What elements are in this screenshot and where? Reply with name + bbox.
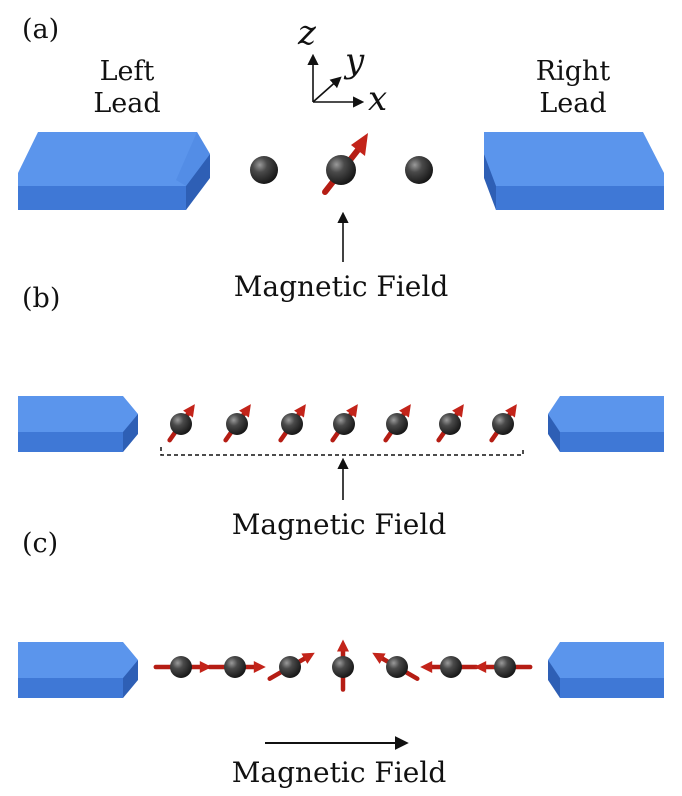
panel-a-label: (a) — [22, 14, 59, 45]
spin-b-5-arrow-head — [399, 404, 411, 418]
spin-b-6 — [436, 404, 464, 443]
y-axis-arrow — [312, 76, 342, 103]
atom-a-center — [326, 155, 356, 185]
spin-c-6-atom — [440, 656, 462, 678]
spin-c-7-atom — [494, 656, 516, 678]
spin-b-3 — [278, 404, 306, 443]
spin-c-3 — [267, 652, 315, 681]
spin-b-4-arrow-head — [346, 404, 358, 418]
field-label-c: Magnetic Field — [232, 756, 447, 789]
spin-atom-a-center — [322, 133, 368, 195]
spin-b-4 — [330, 404, 358, 443]
right-lead-a — [484, 132, 664, 210]
spin-c-4-atom — [332, 656, 354, 678]
coordinate-axes: z y x — [297, 13, 387, 119]
left-lead-b — [18, 396, 138, 452]
spin-b-3-atom — [281, 413, 303, 435]
left-lead-a — [18, 132, 210, 210]
left-lead-c — [18, 642, 138, 698]
spin-c-7-arrow-head — [474, 661, 487, 673]
spin-b-5 — [383, 404, 411, 443]
spin-c-6-arrow-head — [420, 661, 433, 673]
spin-c-1 — [153, 656, 212, 678]
spin-b-6-atom — [439, 413, 461, 435]
spin-c-2-arrow-head — [253, 661, 266, 673]
spin-b-4-atom — [333, 413, 355, 435]
spin-c-2 — [207, 656, 266, 678]
spin-c-5-atom — [386, 656, 408, 678]
spin-c-5 — [372, 652, 420, 681]
spin-b-2 — [223, 404, 251, 443]
field-label-b: Magnetic Field — [232, 508, 447, 541]
y-axis-label: y — [343, 41, 365, 81]
right-lead-label-line2: Lead — [539, 88, 606, 119]
field-label-a: Magnetic Field — [234, 270, 449, 303]
atom-a-left — [250, 156, 278, 184]
left-lead-label-line1: Left — [100, 56, 155, 87]
spin-b-5-atom — [386, 413, 408, 435]
left-lead-label-line2: Lead — [93, 88, 160, 119]
spin-b-1-arrow-head — [183, 404, 195, 418]
spin-b-7 — [489, 404, 517, 443]
spin-b-6-arrow-head — [452, 404, 464, 418]
spin-c-3-atom — [279, 656, 301, 678]
right-lead-label-line1: Right — [536, 56, 611, 87]
spin-c-4 — [332, 639, 354, 692]
panel-c-label: (c) — [22, 528, 58, 559]
spin-b-1 — [167, 404, 195, 443]
spin-b-2-arrow-head — [239, 404, 251, 418]
panel-b-label: (b) — [22, 283, 60, 314]
right-lead-c — [548, 642, 664, 698]
dashed-bracket-b — [160, 447, 524, 456]
spin-chain-c — [153, 639, 533, 692]
spin-c-7 — [474, 656, 533, 678]
spin-c-6 — [420, 656, 479, 678]
z-axis-label: z — [297, 13, 317, 53]
atom-a-right — [405, 156, 433, 184]
spin-c-1-arrow-head — [199, 661, 212, 673]
right-lead-b — [548, 396, 664, 452]
spin-b-2-atom — [226, 413, 248, 435]
spin-b-1-atom — [170, 413, 192, 435]
spin-c-3-arrow-head — [301, 652, 315, 664]
x-axis-label: x — [368, 79, 387, 119]
spin-chain-b — [167, 404, 517, 443]
spin-c-4-arrow-head — [337, 639, 349, 652]
spin-arrow-a-head — [351, 133, 368, 156]
spin-b-7-arrow-head — [505, 404, 517, 418]
spin-c-5-arrow-head — [372, 652, 386, 664]
spin-b-7-atom — [492, 413, 514, 435]
spin-b-3-arrow-head — [294, 404, 306, 418]
spin-c-1-atom — [170, 656, 192, 678]
spin-c-2-atom — [224, 656, 246, 678]
